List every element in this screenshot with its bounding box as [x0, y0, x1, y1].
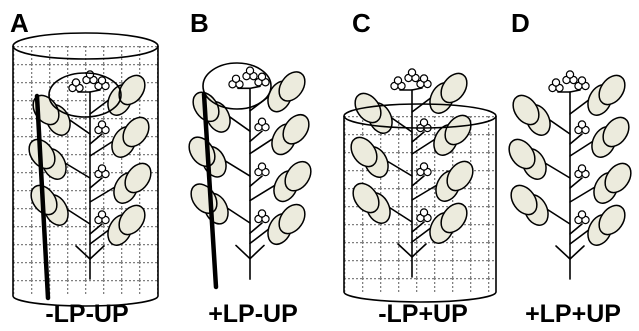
- flower-bud: [231, 74, 241, 83]
- silique: [278, 203, 306, 235]
- flower-bud: [577, 76, 587, 85]
- flower-bud: [419, 118, 429, 127]
- silique: [444, 114, 472, 146]
- flower-bud: [419, 162, 429, 171]
- flower-bud: [257, 162, 267, 171]
- flower-bud: [577, 164, 587, 173]
- silique: [508, 138, 536, 170]
- flower-bud: [407, 68, 417, 77]
- panel-d-caption: +LP+UP: [525, 300, 621, 328]
- panel-c-plant: [350, 68, 474, 278]
- flower-bud: [97, 164, 107, 173]
- panel-d-letter: D: [511, 8, 530, 38]
- flower-bud: [257, 72, 267, 81]
- flower-bud: [257, 209, 267, 218]
- flower-bud: [551, 78, 561, 87]
- silique: [604, 162, 632, 194]
- flower-bud: [97, 76, 107, 85]
- panel-a-stake: [34, 93, 51, 301]
- panel-b-letter: B: [190, 8, 209, 38]
- panel-a-letter: A: [10, 8, 29, 38]
- panel-d-plant: [508, 70, 632, 280]
- silique: [350, 136, 378, 168]
- silique: [118, 204, 146, 236]
- silique: [446, 160, 474, 192]
- silique: [124, 162, 152, 194]
- panel-c-caption: -LP+UP: [378, 300, 468, 328]
- flower-bud: [393, 76, 403, 85]
- flower-bud: [97, 210, 107, 219]
- flower-bud: [577, 120, 587, 129]
- flower-bud: [245, 66, 255, 75]
- panel-b-caption: +LP-UP: [208, 300, 298, 328]
- flower-bud: [419, 208, 429, 217]
- flower-bud: [71, 78, 81, 87]
- flower-bud: [257, 117, 267, 126]
- panel-a-plant: [28, 70, 152, 280]
- silique: [282, 113, 310, 145]
- flower-bud: [577, 210, 587, 219]
- flower-bud: [565, 70, 575, 79]
- silique: [512, 94, 540, 126]
- flower-bud: [419, 74, 429, 83]
- silique: [352, 182, 380, 214]
- panel-b-stake: [201, 91, 219, 290]
- silique: [284, 160, 312, 192]
- silique: [602, 116, 630, 148]
- flower-bud: [97, 120, 107, 129]
- silique: [118, 74, 146, 106]
- panel-a-inflorescence-ring: [48, 72, 122, 118]
- silique: [510, 184, 538, 216]
- panel-b-inflorescence-ring: [202, 62, 272, 110]
- panel-a-caption: -LP-UP: [45, 300, 128, 328]
- silique: [440, 72, 468, 104]
- silique: [598, 74, 626, 106]
- silique: [278, 71, 306, 102]
- silique: [122, 116, 150, 148]
- silique: [440, 202, 468, 234]
- panel-c-letter: C: [352, 8, 371, 38]
- panel-c-cage-rim: [343, 103, 497, 129]
- flower-bud: [85, 70, 95, 79]
- silique: [598, 204, 626, 236]
